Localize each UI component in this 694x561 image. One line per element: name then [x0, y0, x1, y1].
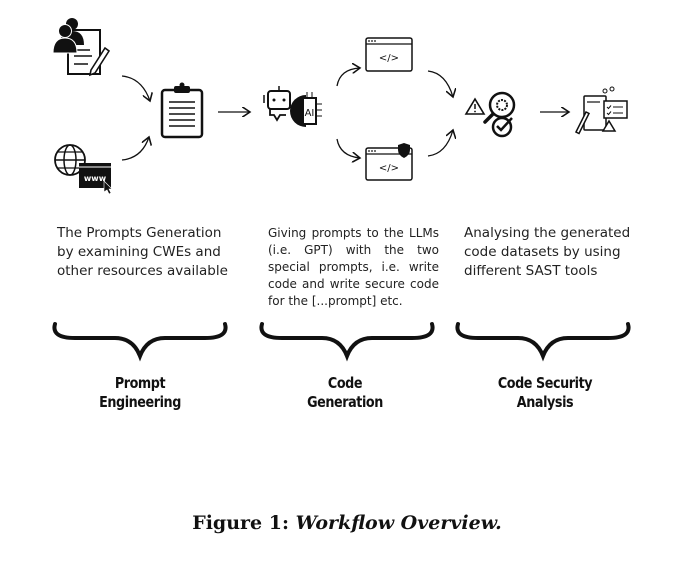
stage-label-line: Code [327, 374, 363, 392]
arrow [427, 70, 453, 97]
curly-braces [52, 322, 631, 362]
stage-description-code-generation: Giving prompts to the LLMs (i.e. GPT) wi… [268, 226, 439, 308]
globe-www-icon: www [54, 144, 113, 195]
stage-label-line: Engineering [99, 393, 181, 411]
caption-prefix: Figure 1: [192, 512, 296, 534]
report-warning-icon [574, 86, 628, 135]
stage-label-code-security-analysis: Code Security Analysis [486, 374, 605, 412]
stage-label-line: Generation [307, 393, 383, 411]
secure-code-window-icon: </> [365, 143, 413, 181]
brace [52, 322, 228, 362]
stage-label-prompt-engineering: Prompt Engineering [89, 374, 191, 412]
stage-description-prompt-engineering: The Prompts Generation by examining CWEs… [57, 225, 228, 279]
arrow [336, 138, 360, 158]
figure-caption: Figure 1: Workflow Overview. [0, 512, 694, 534]
users-document-icon [52, 18, 111, 77]
code-tag-text: </> [379, 163, 399, 174]
stage-label-line: Code Security [497, 374, 593, 392]
stage-label-line: Prompt [114, 374, 166, 392]
arrow [121, 137, 149, 161]
flow-arrows [121, 68, 569, 161]
clipboard-icon [160, 82, 204, 139]
stage-label-code-generation: Code Generation [298, 374, 392, 412]
arrow [427, 130, 453, 157]
shield-icon [398, 143, 410, 158]
www-text: www [84, 174, 107, 183]
brace [455, 322, 631, 362]
security-analysis-icon [464, 91, 516, 138]
stage-description-code-security-analysis: Analysing the generated code datasets by… [464, 225, 631, 279]
caption-title: Workflow Overview. [295, 512, 502, 534]
code-tag-text: </> [379, 53, 399, 64]
code-window-icon: </> [365, 37, 413, 72]
ai-text: AI [305, 108, 315, 119]
brace [259, 322, 435, 362]
robot-ai-chip-icon: AI [263, 86, 322, 127]
arrow [121, 75, 150, 101]
stage-label-line: Analysis [516, 393, 574, 411]
arrow [336, 68, 360, 87]
